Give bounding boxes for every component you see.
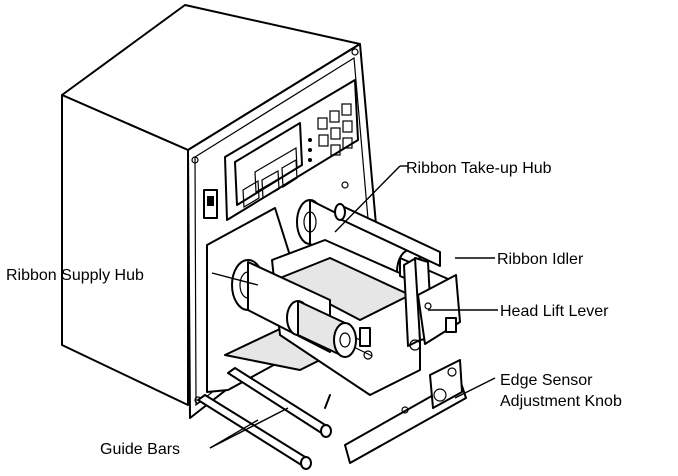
keypad-buttons [308, 103, 353, 162]
leader-lines [209, 165, 498, 449]
display-panel [224, 79, 359, 221]
label-ribbon-idler: Ribbon Idler [497, 251, 584, 268]
ribbon-supply-hub [231, 259, 357, 358]
label-ribbon-supply-hub: Ribbon Supply Hub [6, 267, 144, 284]
label-ribbon-takeup-hub: Ribbon Take-up Hub [406, 160, 552, 177]
label-edge-sensor-line2: Adjustment Knob [500, 393, 622, 410]
edge-sensor-bracket [344, 327, 467, 464]
guide-bars [197, 367, 332, 470]
print-head-assembly [271, 239, 421, 396]
label-guide-bars: Guide Bars [100, 441, 180, 458]
label-edge-sensor-line1: Edge Sensor [500, 372, 593, 389]
label-head-lift-lever: Head Lift Lever [500, 303, 609, 320]
power-switch-icon [203, 189, 218, 219]
